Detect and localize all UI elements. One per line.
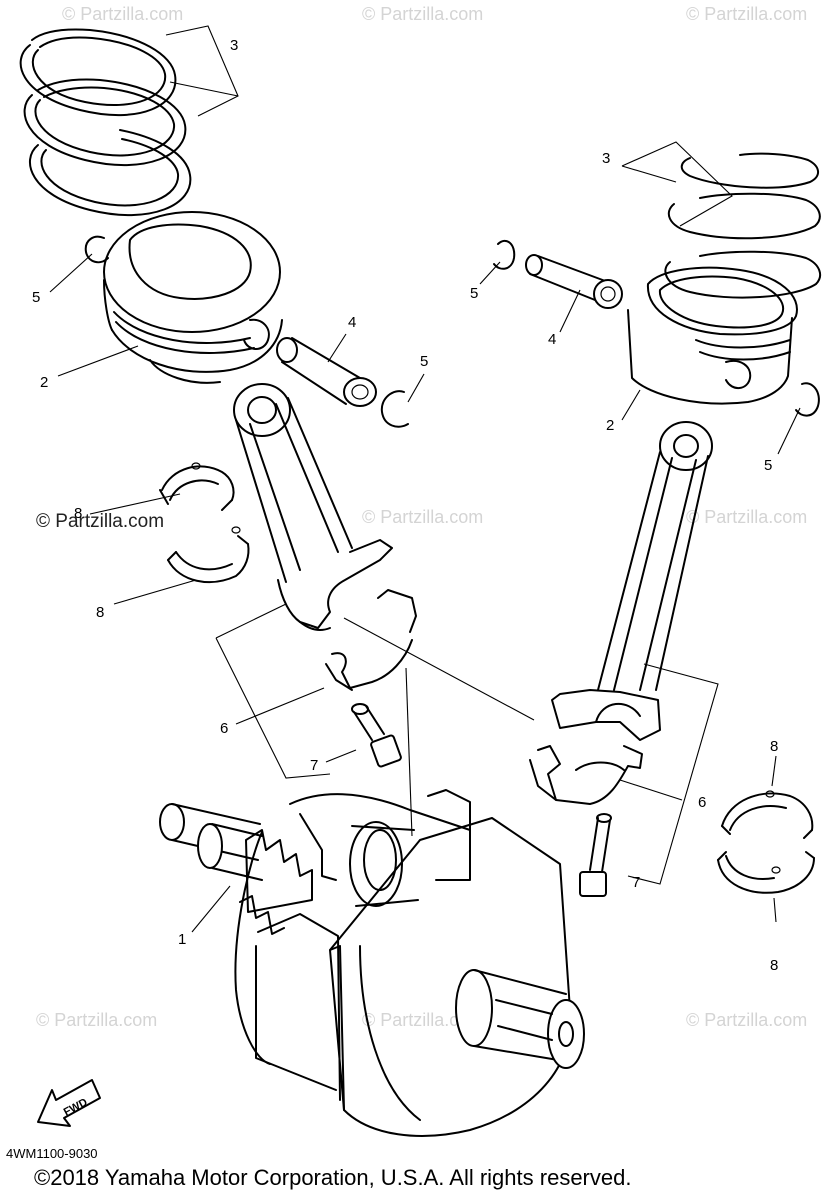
watermark: © Partzilla.com	[686, 4, 807, 24]
callout-5-left-inner: 5	[420, 353, 428, 370]
rod-bolt-right[interactable]	[579, 813, 612, 897]
circlip-right-outer[interactable]	[493, 239, 516, 270]
callout-2-right: 2	[606, 417, 614, 434]
callout-5-left-outer: 5	[32, 289, 40, 306]
watermark: © Partzilla.com	[362, 507, 483, 527]
bearing-right-lower[interactable]	[717, 851, 815, 894]
rod-cap-right[interactable]	[529, 745, 643, 805]
watermark-group: © Partzilla.com © Partzilla.com © Partzi…	[36, 4, 807, 1030]
callout-5-right-inner: 5	[764, 457, 772, 474]
watermark: © Partzilla.com	[362, 4, 483, 24]
callout-8-right-lower: 8	[770, 957, 778, 974]
piston-right[interactable]	[627, 266, 798, 405]
callout-3-left: 3	[230, 37, 238, 54]
leader-lines	[49, 25, 801, 933]
rod-cap-left[interactable]	[325, 589, 417, 691]
connecting-rod-right[interactable]	[551, 421, 713, 741]
piston-pin-right[interactable]	[525, 254, 623, 309]
watermark-dark: © Partzilla.com	[36, 511, 164, 532]
fwd-arrow-icon: FWD	[37, 1079, 101, 1127]
callout-1: 1	[178, 931, 186, 948]
callout-7-left: 7	[310, 757, 318, 774]
piston-rings-right[interactable]	[664, 152, 822, 299]
watermark: © Partzilla.com	[62, 4, 183, 24]
connecting-rod-left[interactable]	[233, 383, 393, 631]
watermark: © Partzilla.com	[686, 507, 807, 527]
bearing-left-upper[interactable]	[159, 462, 235, 511]
bearing-left-lower[interactable]	[167, 526, 250, 583]
piston-left[interactable]	[103, 211, 283, 384]
circlip-right-inner[interactable]	[795, 382, 820, 417]
copyright-notice: ©2018 Yamaha Motor Corporation, U.S.A. A…	[34, 1165, 632, 1190]
piston-rings-left[interactable]	[19, 28, 192, 217]
callout-5-right-outer: 5	[470, 285, 478, 302]
callout-6-left: 6	[220, 720, 228, 737]
rod-bolt-left[interactable]	[351, 703, 402, 768]
piston-pin-left[interactable]	[276, 337, 377, 407]
callout-8-left-upper: 8	[74, 505, 82, 522]
callout-8-right-upper: 8	[770, 738, 778, 755]
callout-3-right: 3	[602, 150, 610, 167]
watermark: © Partzilla.com	[36, 1010, 157, 1030]
callout-8-left-lower: 8	[96, 604, 104, 621]
callout-group: 3 3 5 5 4 4 5 2 2 5 8 8 6 8 7 6 7 1 8	[32, 37, 778, 974]
callout-2-left: 2	[40, 374, 48, 391]
callout-6-right: 6	[698, 794, 706, 811]
diagram-code: 4WM1100-9030	[6, 1146, 98, 1161]
circlip-left-inner[interactable]	[380, 390, 409, 428]
callout-4-left: 4	[348, 314, 356, 331]
crankshaft[interactable]	[159, 789, 585, 1137]
callout-7-right: 7	[632, 874, 640, 891]
circlip-left-outer[interactable]	[84, 235, 109, 264]
bearing-right-upper[interactable]	[721, 790, 814, 839]
watermark: © Partzilla.com	[362, 1010, 483, 1030]
callout-4-right: 4	[548, 331, 556, 348]
watermark: © Partzilla.com	[686, 1010, 807, 1030]
